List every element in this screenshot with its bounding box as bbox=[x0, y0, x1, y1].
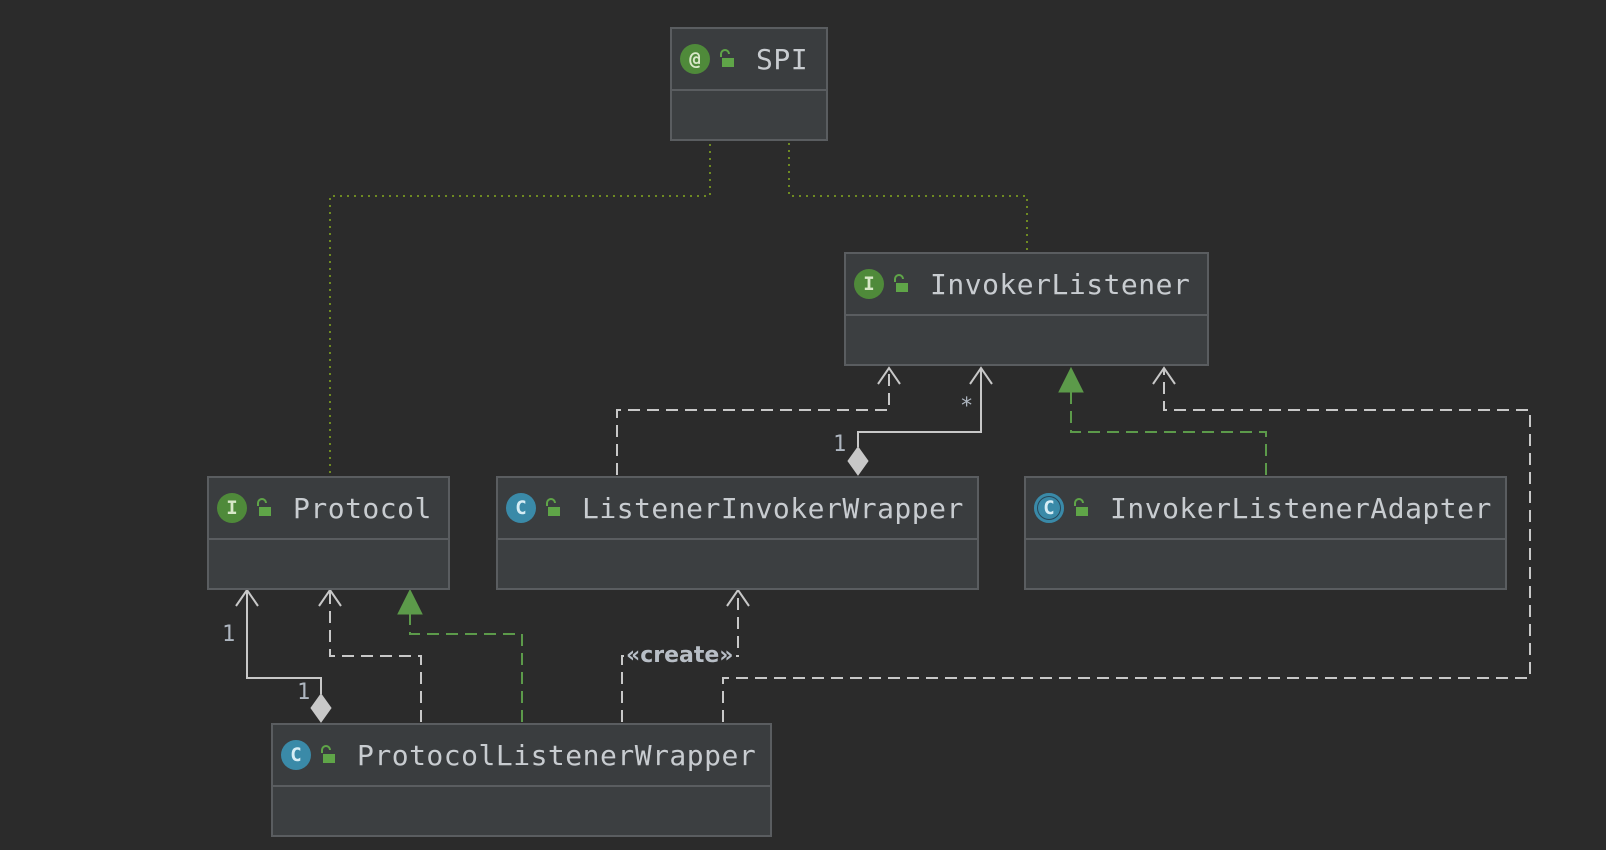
node-name: InvokerListenerAdapter bbox=[1110, 491, 1492, 525]
edge-invokerlistener-annotated-by-spi bbox=[788, 142, 1028, 250]
node-name: SPI bbox=[756, 42, 809, 76]
interface-icon: I bbox=[217, 493, 247, 523]
node-header: C InvokerListenerAdapter bbox=[1026, 478, 1505, 540]
arrowhead-realization-protocol bbox=[397, 588, 423, 615]
node-header: C ListenerInvokerWrapper bbox=[498, 478, 977, 540]
arrowhead-realization-invokerlistener bbox=[1058, 366, 1084, 393]
node-name: Protocol bbox=[293, 491, 432, 525]
node-invoker-listener-adapter[interactable]: C InvokerListenerAdapter bbox=[1024, 476, 1507, 590]
annotation-icon: @ bbox=[680, 44, 710, 74]
node-protocol[interactable]: I Protocol bbox=[207, 476, 450, 590]
edge-listenerinvokerwrapper-aggregates-invokerlistener bbox=[857, 368, 982, 447]
node-header: I Protocol bbox=[209, 478, 448, 540]
arrowhead-dependency-invokerlistener-left bbox=[877, 366, 901, 385]
unlocked-icon bbox=[317, 744, 339, 766]
node-protocol-listener-wrapper[interactable]: C ProtocolListenerWrapper bbox=[271, 723, 772, 837]
arrowhead-aggregation-protocol bbox=[235, 588, 259, 607]
unlocked-icon bbox=[253, 497, 275, 519]
node-header: @ SPI bbox=[672, 29, 826, 91]
arrowhead-aggregation-invokerlistener bbox=[969, 366, 993, 385]
multiplicity-label: 1 bbox=[297, 680, 311, 705]
diamond-aggregation-protocollistenerwrapper bbox=[310, 693, 332, 723]
multiplicity-label: * bbox=[960, 394, 974, 419]
edge-protocollistenerwrapper-depends-protocol bbox=[329, 590, 422, 722]
arrowhead-dependency-protocol bbox=[318, 588, 342, 607]
node-spi[interactable]: @ SPI bbox=[670, 27, 828, 141]
unlocked-icon bbox=[890, 273, 912, 295]
arrowhead-dependency-invokerlistener-right bbox=[1152, 366, 1176, 385]
class-icon: C bbox=[281, 740, 311, 770]
edge-listenerinvokerwrapper-depends-invokerlistener bbox=[616, 368, 890, 475]
edge-protocollistenerwrapper-depends-invokerlistener bbox=[722, 368, 1531, 722]
node-name: ListenerInvokerWrapper bbox=[582, 491, 964, 525]
multiplicity-label: 1 bbox=[222, 622, 236, 647]
multiplicity-label: 1 bbox=[833, 432, 847, 457]
unlocked-icon bbox=[716, 48, 738, 70]
node-invoker-listener[interactable]: I InvokerListener bbox=[844, 252, 1209, 366]
unlocked-icon bbox=[542, 497, 564, 519]
edge-invokerlisteneradapter-realizes-invokerlistener bbox=[1070, 392, 1267, 475]
node-name: ProtocolListenerWrapper bbox=[357, 738, 757, 772]
arrowhead-create-listenerinvokerwrapper bbox=[726, 588, 750, 607]
node-listener-invoker-wrapper[interactable]: C ListenerInvokerWrapper bbox=[496, 476, 979, 590]
node-header: I InvokerListener bbox=[846, 254, 1207, 316]
interface-icon: I bbox=[854, 269, 884, 299]
node-header: C ProtocolListenerWrapper bbox=[273, 725, 770, 787]
abstract-class-icon: C bbox=[1034, 493, 1064, 523]
unlocked-icon bbox=[1070, 497, 1092, 519]
edge-protocol-annotated-by-spi bbox=[329, 142, 711, 473]
create-stereotype-label: «create» bbox=[624, 643, 736, 668]
node-name: InvokerListener bbox=[930, 267, 1191, 301]
class-icon: C bbox=[506, 493, 536, 523]
edge-protocollistenerwrapper-aggregates-protocol bbox=[246, 590, 322, 694]
edge-protocollistenerwrapper-realizes-protocol bbox=[409, 614, 523, 722]
diamond-aggregation-listenerinvokerwrapper bbox=[847, 446, 869, 476]
